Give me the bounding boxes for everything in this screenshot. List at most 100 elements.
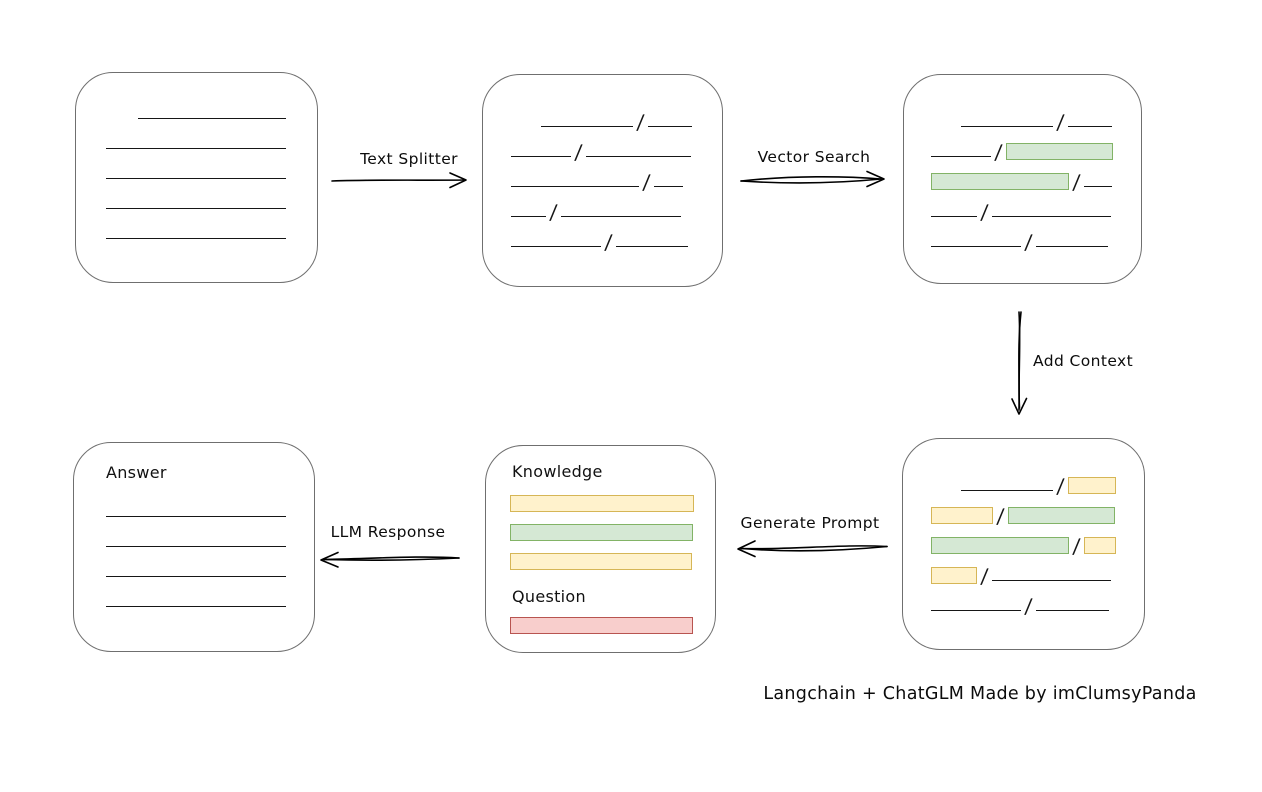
chunk-row xyxy=(510,517,715,546)
green-highlight-chunk xyxy=(931,173,1069,190)
green-highlight-chunk xyxy=(931,537,1069,554)
text-line xyxy=(511,216,546,217)
text-line xyxy=(1035,610,1109,611)
llm-response-arrow xyxy=(320,551,460,568)
llm-response-label: LLM Response xyxy=(330,523,446,541)
chunk-row: / xyxy=(511,159,722,194)
vector-search-arrow xyxy=(740,170,885,188)
text-line xyxy=(1083,186,1112,187)
slash-separator: / xyxy=(573,140,584,164)
chunk-row: / xyxy=(511,129,722,164)
yellow-highlight-chunk xyxy=(931,567,977,584)
yellow-highlight-chunk xyxy=(931,507,993,524)
text-line xyxy=(647,126,692,127)
slash-separator: / xyxy=(1071,170,1082,194)
chunk-row xyxy=(510,610,715,639)
slash-separator: / xyxy=(1055,110,1066,134)
chunk-row: / xyxy=(931,99,1141,134)
chunk-row: / xyxy=(931,493,1144,528)
text-line xyxy=(1035,246,1108,247)
chunk-row xyxy=(510,488,715,517)
chunk-row: / xyxy=(931,523,1144,558)
chunk-row xyxy=(510,546,715,575)
slash-separator: / xyxy=(1023,594,1034,618)
green-highlight-chunk xyxy=(1005,143,1113,160)
text-line xyxy=(511,246,601,247)
prompt-box: Knowledge Question xyxy=(485,445,716,653)
slash-separator: / xyxy=(641,170,652,194)
yellow-highlight-chunk xyxy=(1083,537,1116,554)
chunk-row xyxy=(106,489,314,519)
question-label: Question xyxy=(512,587,586,606)
text-line xyxy=(931,156,991,157)
slash-separator: / xyxy=(548,200,559,224)
text-line xyxy=(961,490,1053,491)
slash-separator: / xyxy=(979,200,990,224)
context-chunks-box: ///// xyxy=(902,438,1145,650)
chunk-row xyxy=(106,549,314,579)
slash-separator: / xyxy=(635,110,646,134)
split-chunk-lines: ///// xyxy=(511,99,722,254)
chunk-row xyxy=(106,181,317,211)
text-line xyxy=(991,216,1111,217)
text-line xyxy=(560,216,681,217)
text-line xyxy=(961,126,1053,127)
text-line xyxy=(991,580,1111,581)
text-line xyxy=(653,186,683,187)
text-line xyxy=(931,216,977,217)
generate-prompt-arrow xyxy=(737,540,888,558)
generate-prompt-label: Generate Prompt xyxy=(740,514,880,532)
text-line xyxy=(138,118,286,119)
text-line xyxy=(1067,126,1112,127)
text-line xyxy=(615,246,688,247)
text-line xyxy=(106,546,286,547)
knowledge-label: Knowledge xyxy=(512,462,603,481)
red-highlight-chunk xyxy=(510,617,693,634)
text-line xyxy=(511,186,639,187)
chunk-row xyxy=(106,121,317,151)
chunk-row xyxy=(106,91,317,121)
chunk-row: / xyxy=(931,463,1144,498)
slash-separator: / xyxy=(1055,474,1066,498)
text-line xyxy=(106,576,286,577)
yellow-highlight-chunk xyxy=(1067,477,1116,494)
chunk-row xyxy=(106,519,314,549)
chunk-row: / xyxy=(931,189,1141,224)
text-splitter-arrow xyxy=(331,172,467,189)
slash-separator: / xyxy=(1071,534,1082,558)
text-line xyxy=(931,610,1021,611)
answer-lines xyxy=(106,489,314,609)
text-splitter-label: Text Splitter xyxy=(360,150,458,168)
yellow-highlight-chunk xyxy=(510,553,692,570)
text-line xyxy=(931,246,1021,247)
text-line xyxy=(106,606,286,607)
slash-separator: / xyxy=(979,564,990,588)
answer-box: Answer xyxy=(73,442,315,652)
chunk-row xyxy=(106,151,317,181)
add-context-label: Add Context xyxy=(1033,352,1134,370)
chunk-row: / xyxy=(931,583,1144,618)
add-context-arrow xyxy=(1011,311,1028,415)
green-highlight-chunk xyxy=(510,524,693,541)
chunk-row: / xyxy=(511,219,722,254)
yellow-highlight-chunk xyxy=(510,495,694,512)
answer-label: Answer xyxy=(106,463,167,482)
text-line xyxy=(106,148,286,149)
text-line xyxy=(106,516,286,517)
text-line xyxy=(585,156,691,157)
text-line xyxy=(106,238,286,239)
text-line xyxy=(106,208,286,209)
text-line xyxy=(511,156,571,157)
chunk-row: / xyxy=(931,219,1141,254)
slash-separator: / xyxy=(1023,230,1034,254)
chunk-row: / xyxy=(931,159,1141,194)
question-bar xyxy=(510,610,715,639)
vector-search-results-box: ///// xyxy=(903,74,1142,284)
chunk-row: / xyxy=(511,99,722,134)
split-chunks-box: ///// xyxy=(482,74,723,287)
matched-chunk-lines: ///// xyxy=(931,99,1141,254)
diagram-caption: Langchain + ChatGLM Made by imClumsyPand… xyxy=(763,684,1197,704)
document-lines xyxy=(106,91,317,241)
chunk-row: / xyxy=(931,129,1141,164)
